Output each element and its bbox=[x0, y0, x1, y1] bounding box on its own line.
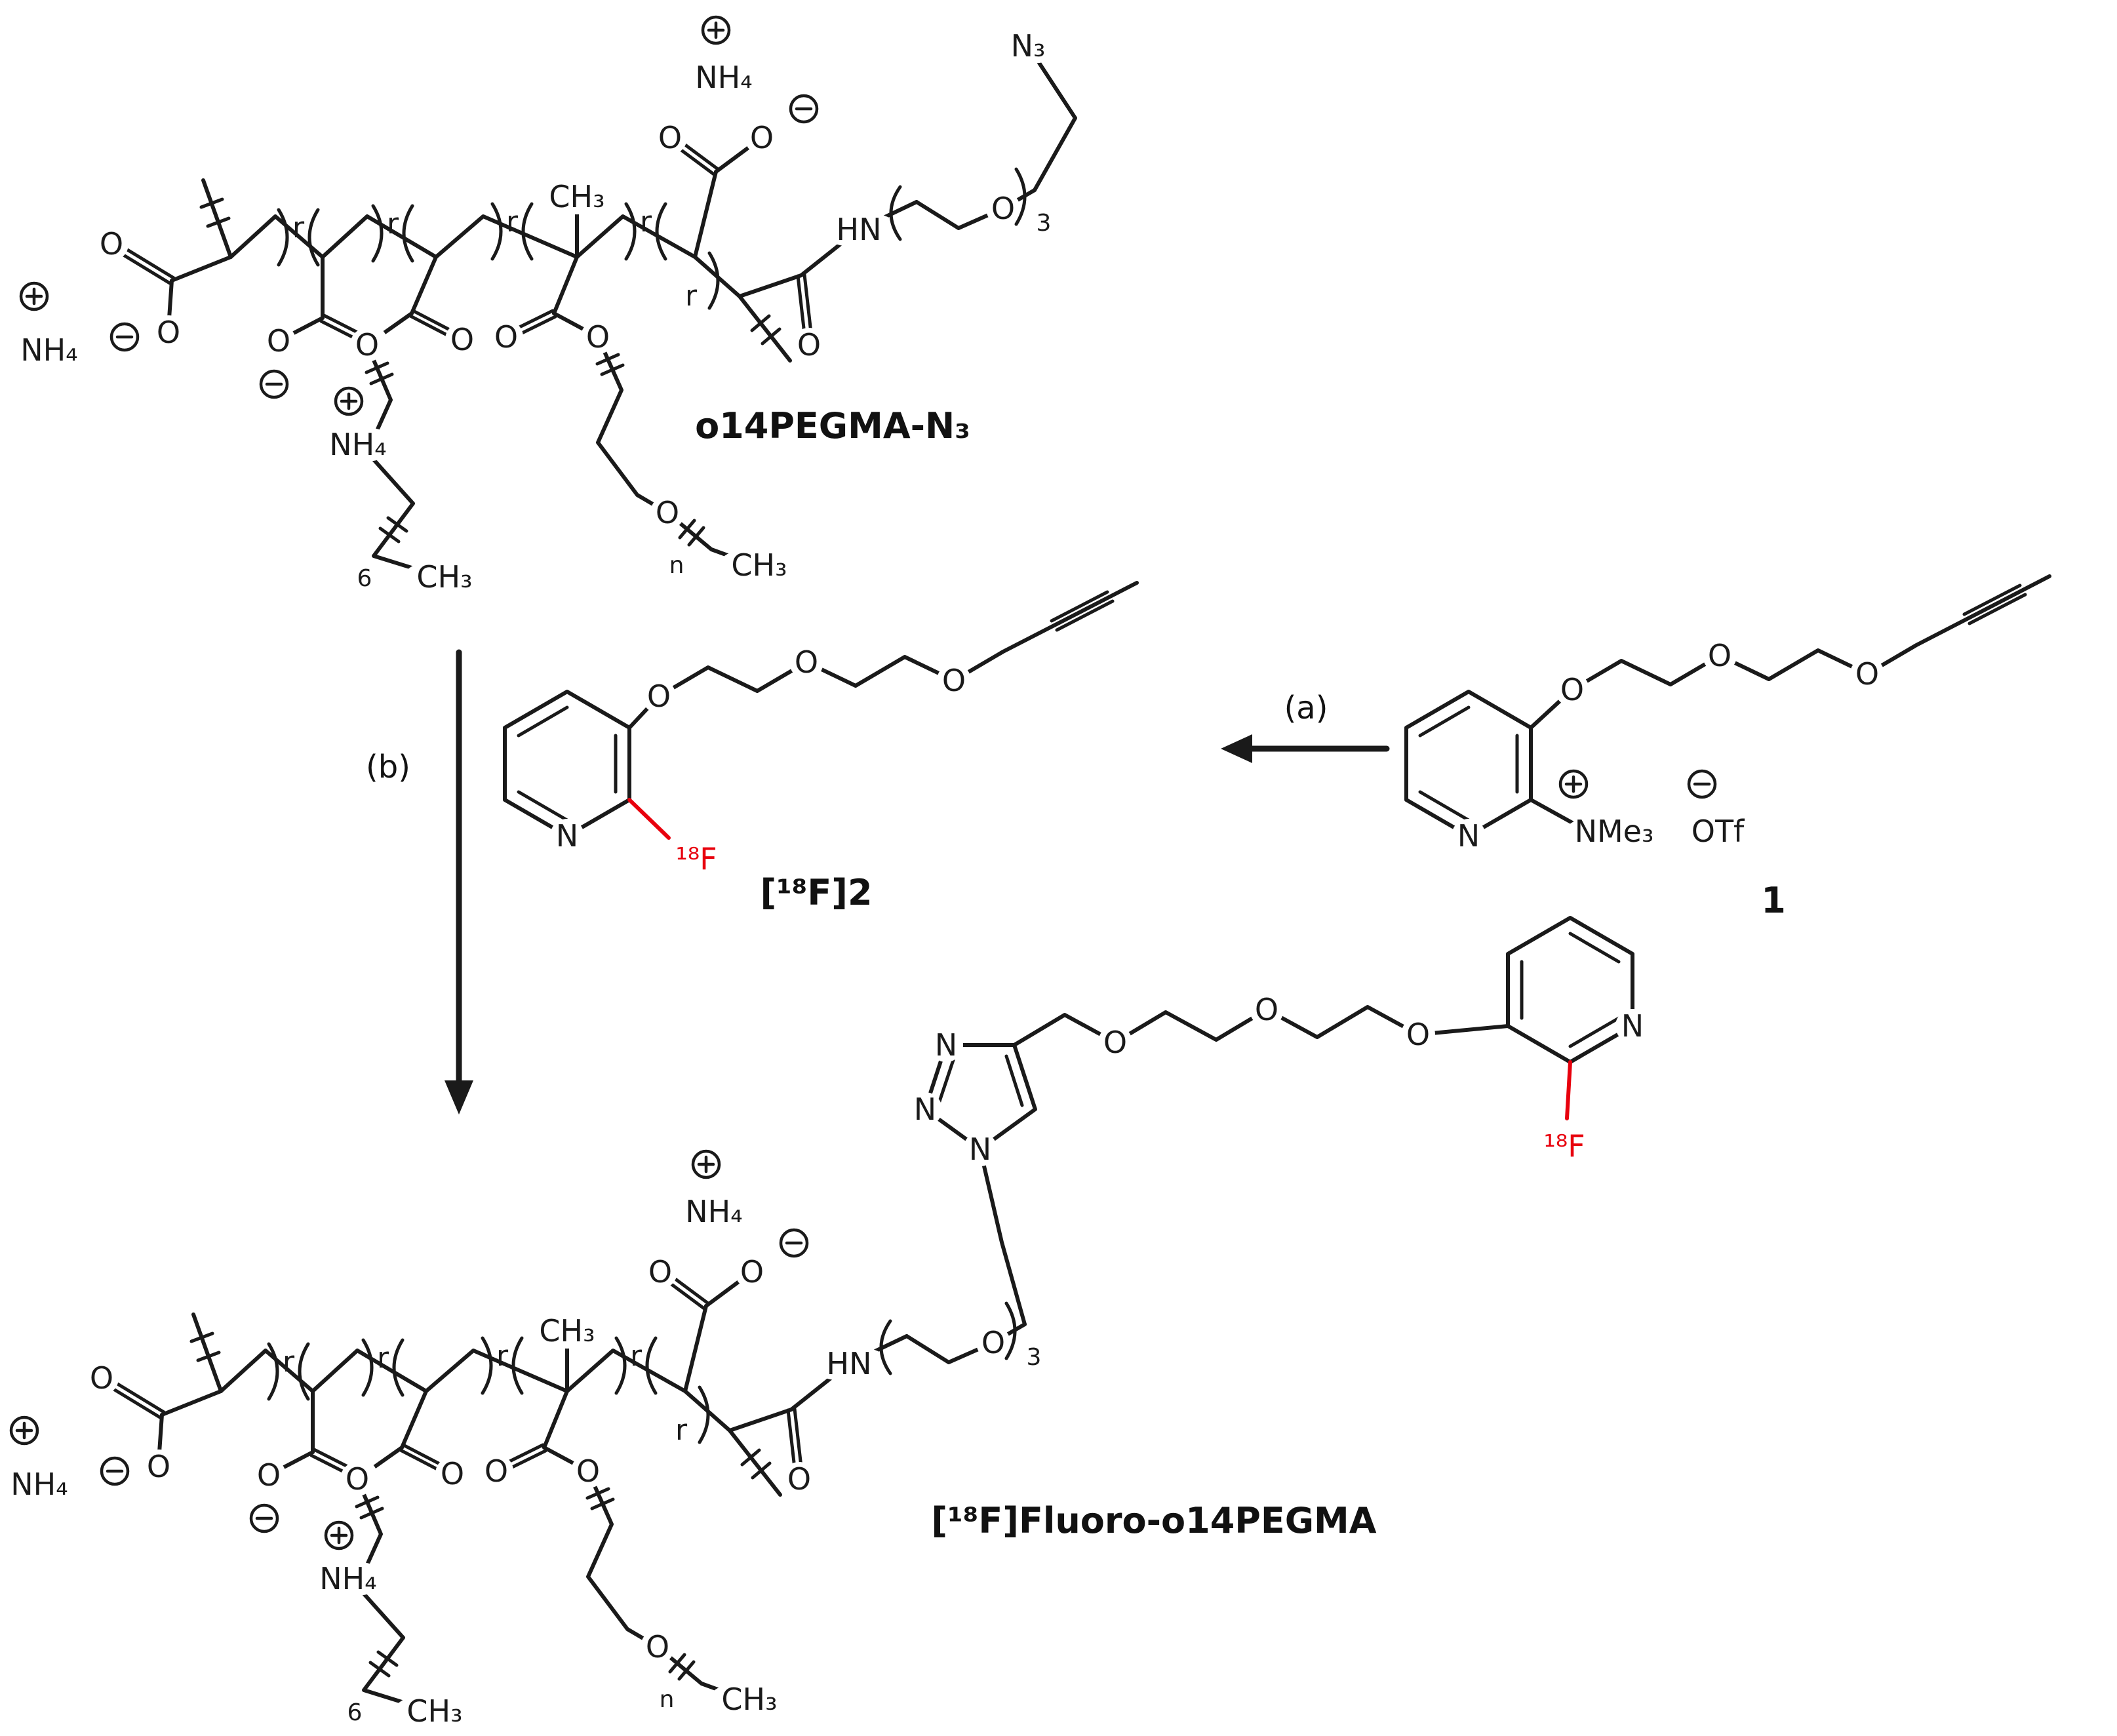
double-bond bbox=[1418, 705, 1471, 738]
svg-text:¹⁸F: ¹⁸F bbox=[1543, 1128, 1585, 1164]
oxygen-label: O bbox=[1401, 1017, 1435, 1052]
azide-linker-bond bbox=[1026, 44, 1077, 192]
oxygen-label: O bbox=[937, 663, 971, 698]
oxygen-label: O bbox=[789, 644, 823, 680]
oxygen-label: O bbox=[642, 679, 676, 714]
intermediate-compound-18F2: N O O O ¹⁸F [¹⁸F]2 bbox=[503, 581, 1139, 913]
arrowhead-icon bbox=[1221, 734, 1252, 763]
oxygen-label: O bbox=[1703, 638, 1737, 673]
polymer-core-instance bbox=[9, 17, 1051, 595]
nitrogen-label: N bbox=[1615, 1008, 1650, 1044]
svg-text:N: N bbox=[914, 1092, 936, 1127]
polymer-core-instance bbox=[0, 1151, 1041, 1729]
step-a-arrow: (a) bbox=[1221, 690, 1390, 763]
svg-text:O: O bbox=[795, 644, 818, 680]
azide-label: N₃ bbox=[987, 28, 1069, 64]
nitrogen-label: N bbox=[550, 818, 584, 854]
pyridine-ring bbox=[1404, 690, 1533, 838]
step-b-label: (b) bbox=[366, 749, 410, 785]
svg-text:N: N bbox=[969, 1132, 991, 1167]
precursor-compound-1: N O O O NMe₃ OTf 1 bbox=[1404, 574, 2051, 921]
compound-name-product: [¹⁸F]Fluoro-o14PEGMA bbox=[931, 1500, 1376, 1541]
double-bond bbox=[517, 705, 569, 738]
compound-name-top-polymer: o14PEGMA-N₃ bbox=[695, 405, 970, 446]
triple-bond bbox=[1968, 593, 2027, 625]
svg-text:N: N bbox=[935, 1027, 957, 1063]
svg-text:¹⁸F: ¹⁸F bbox=[675, 841, 717, 877]
svg-text:N: N bbox=[1621, 1008, 1644, 1044]
oxygen-label: O bbox=[1850, 656, 1884, 692]
triflate-label: OTf bbox=[1682, 814, 1753, 849]
svg-text:N: N bbox=[1457, 818, 1480, 854]
triple-bond bbox=[1962, 583, 2022, 616]
svg-text:N₃: N₃ bbox=[1011, 28, 1046, 64]
double-bond bbox=[1004, 1054, 1024, 1107]
svg-text:NMe₃: NMe₃ bbox=[1575, 814, 1654, 849]
nitrogen-label: N bbox=[963, 1132, 997, 1167]
plus-charge-icon bbox=[1560, 771, 1587, 797]
double-bond bbox=[1418, 790, 1471, 822]
svg-text:O: O bbox=[942, 663, 966, 698]
double-bond bbox=[1568, 932, 1621, 964]
svg-text:O: O bbox=[1103, 1025, 1127, 1060]
svg-text:O: O bbox=[1406, 1017, 1430, 1052]
trimethylammonium-bond bbox=[1529, 798, 1575, 825]
fluorine-bond bbox=[627, 798, 671, 840]
fluorine-18-label: ¹⁸F bbox=[1524, 1128, 1605, 1164]
minus-charge-icon bbox=[1689, 771, 1715, 797]
top-polymer: N₃ o14PEGMA-N₃ bbox=[9, 17, 1077, 595]
double-bond bbox=[1568, 1016, 1621, 1048]
peg-chain bbox=[1012, 1005, 1510, 1047]
svg-text:O: O bbox=[1560, 672, 1584, 707]
trimethylammonium-label: NMe₃ bbox=[1566, 814, 1663, 849]
pyridine-ring bbox=[503, 690, 631, 838]
nitrogen-label: N bbox=[908, 1092, 942, 1127]
nitrogen-label: N bbox=[929, 1027, 963, 1063]
product-polymer: N N N O O O N ¹⁸F [¹⁸F]Fluoro-o14PEGMA bbox=[0, 916, 1650, 1729]
svg-text:OTf: OTf bbox=[1692, 814, 1745, 849]
pyridine-ring bbox=[1506, 916, 1634, 1064]
svg-text:O: O bbox=[647, 679, 671, 714]
double-bond bbox=[517, 790, 569, 822]
oxygen-label: O bbox=[1555, 672, 1589, 707]
arrowhead-icon bbox=[445, 1080, 473, 1115]
triazole-linker-bond bbox=[978, 1147, 1027, 1326]
peg-propargyl-chain bbox=[657, 581, 1139, 698]
double-bond bbox=[936, 1054, 957, 1107]
svg-text:N: N bbox=[556, 818, 578, 854]
svg-text:O: O bbox=[1855, 656, 1879, 692]
oxygen-label: O bbox=[1250, 992, 1284, 1027]
peg-propargyl-chain bbox=[1570, 574, 2051, 692]
step-a-label: (a) bbox=[1284, 690, 1328, 726]
compound-name-precursor: 1 bbox=[1761, 880, 1786, 921]
triple-bond bbox=[1055, 599, 1115, 632]
svg-text:O: O bbox=[1255, 992, 1278, 1027]
step-b-arrow: (b) bbox=[366, 649, 473, 1115]
fluorine-18-label: ¹⁸F bbox=[656, 841, 737, 877]
fluorine-bond bbox=[1565, 1060, 1572, 1120]
nitrogen-label: N bbox=[1452, 818, 1486, 854]
oxygen-label: O bbox=[1098, 1025, 1132, 1060]
triple-bond bbox=[1050, 590, 1109, 623]
compound-name-intermediate: [¹⁸F]2 bbox=[760, 872, 872, 913]
svg-text:O: O bbox=[1708, 638, 1731, 673]
